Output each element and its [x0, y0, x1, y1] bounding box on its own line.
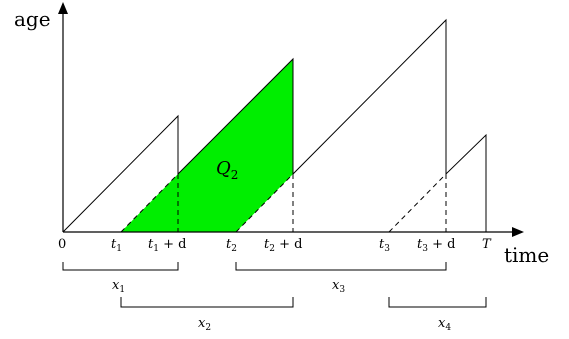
dashed-line-t2 [235, 173, 294, 233]
bracket-x4 [388, 297, 487, 308]
tick-T: T [482, 237, 492, 252]
x-axis-label: time [504, 243, 549, 267]
tick-origin: 0 [58, 237, 66, 252]
tick-t3: t3 [379, 237, 390, 254]
dashed-line-t1 [120, 173, 179, 233]
dashed-line-t3 [388, 173, 447, 233]
label-x2: x2 [198, 316, 211, 333]
label-x3: x3 [332, 278, 345, 295]
q2-label: Q2 [216, 158, 238, 182]
label-x1: x1 [112, 278, 125, 295]
bracket-x3 [235, 262, 447, 271]
y-axis-label: age [14, 7, 51, 31]
tick-t2: t2 [226, 237, 237, 254]
tick-t2-plus-d: t2 + d [264, 237, 302, 254]
bracket-x2 [120, 297, 294, 308]
tick-t3-plus-d: t3 + d [417, 237, 455, 254]
tick-t1-plus-d: t1 + d [148, 237, 186, 254]
bracket-x1 [62, 262, 179, 271]
tick-t1: t1 [111, 237, 122, 254]
label-x4: x4 [438, 316, 451, 333]
